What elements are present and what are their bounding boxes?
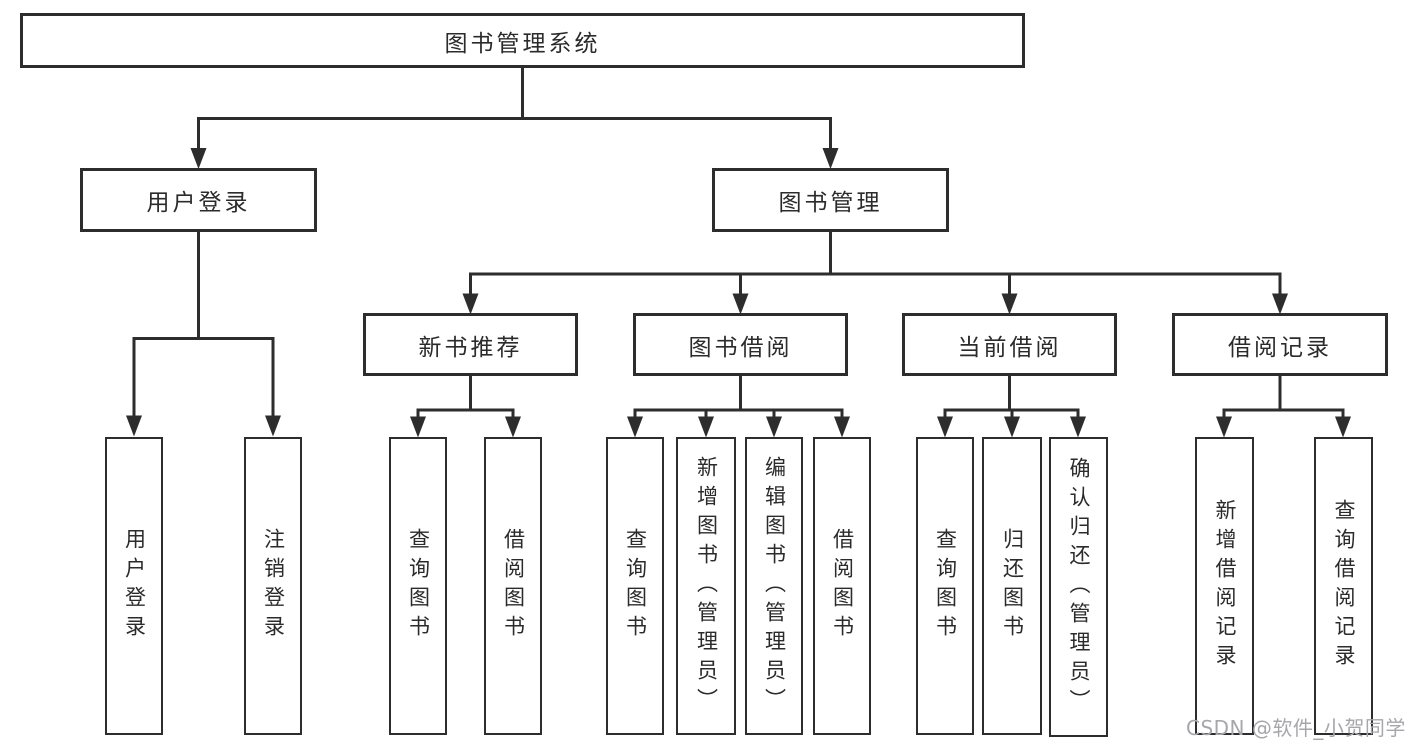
arrowhead: [766, 416, 782, 438]
leaf-query-borrow-record: 查询借阅记录: [1314, 437, 1373, 735]
node-current-borrow: 当前借阅: [902, 313, 1117, 376]
arrowhead: [732, 293, 749, 315]
connector-mgmt-to-level3: [462, 232, 1288, 315]
arrowhead: [126, 415, 142, 437]
arrowhead: [822, 148, 839, 169]
leaf-logout: 注销登录: [244, 437, 302, 735]
node-book-management: 图书管理: [712, 168, 949, 232]
leaf-current-query-books: 查询图书: [916, 437, 974, 735]
arrowhead: [834, 416, 850, 438]
arrowhead: [698, 416, 714, 438]
node-borrow-records: 借阅记录: [1172, 313, 1388, 376]
arrowhead: [410, 416, 426, 438]
connector-recommend-to-leaves: [410, 376, 521, 438]
leaf-confirm-return-admin: 确认归还（管理员）: [1049, 437, 1108, 737]
leaf-borrow-query-books: 查询图书: [606, 437, 664, 735]
arrowhead: [505, 416, 521, 438]
leaf-borrow-borrow-books: 借阅图书: [813, 437, 871, 735]
arrowhead: [937, 416, 953, 438]
node-library-system: 图书管理系统: [20, 13, 1025, 68]
arrowhead: [1004, 416, 1020, 438]
node-user-login: 用户登录: [80, 168, 317, 232]
arrowhead: [1070, 416, 1086, 438]
connector-login-to-leaves: [126, 232, 281, 437]
leaf-user-login: 用户登录: [105, 437, 163, 735]
leaf-add-borrow-record: 新增借阅记录: [1195, 437, 1254, 735]
arrowhead: [1001, 293, 1018, 315]
arrowhead: [1272, 293, 1288, 315]
arrowhead: [1335, 416, 1351, 438]
arrowhead: [462, 293, 479, 315]
arrowhead: [1216, 416, 1232, 438]
leaf-add-book-admin: 新增图书（管理员）: [676, 437, 736, 735]
connector-current-to-leaves: [937, 376, 1086, 438]
connector-borrow-to-leaves: [627, 376, 850, 438]
connector-records-to-leaves: [1216, 376, 1351, 438]
leaf-recommend-query-books: 查询图书: [389, 437, 447, 735]
csdn-watermark: CSDN @软件_小贺同学: [1186, 716, 1405, 740]
arrowhead: [627, 416, 643, 438]
arrowhead: [265, 415, 281, 437]
node-new-book-recommend: 新书推荐: [363, 313, 578, 376]
leaf-return-books: 归还图书: [982, 437, 1042, 735]
leaf-recommend-borrow-books: 借阅图书: [484, 437, 542, 735]
arrowhead: [190, 148, 207, 169]
node-book-borrow: 图书借阅: [633, 313, 848, 376]
connector-root-to-level2: [190, 68, 839, 169]
leaf-edit-book-admin: 编辑图书（管理员）: [745, 437, 803, 735]
